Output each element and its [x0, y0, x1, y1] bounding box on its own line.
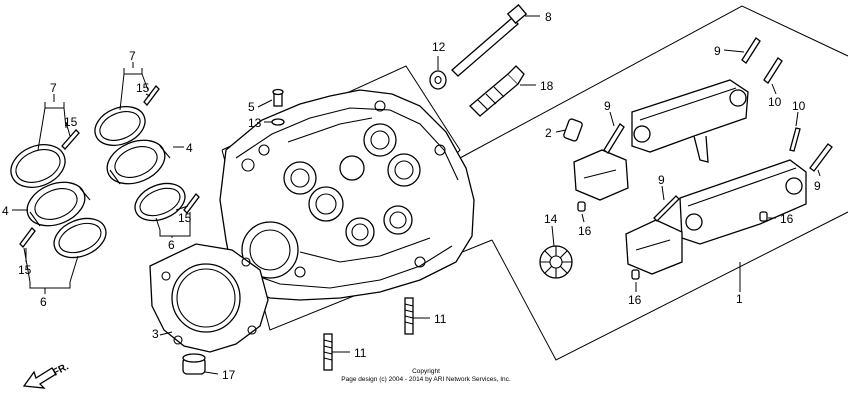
- cylinder-head: [219, 89, 475, 301]
- callout-9-mid: 9: [604, 99, 611, 113]
- callout-15-a: 15: [64, 115, 78, 129]
- bolt-9-low: [653, 195, 680, 222]
- screw-left-upper: [61, 129, 80, 150]
- callout-15-c: 15: [178, 211, 192, 225]
- callout-15-d: 15: [18, 263, 32, 277]
- bolt-9-mid: [603, 123, 625, 154]
- callout-16-b: 16: [780, 212, 794, 226]
- upper-cam-cap: [573, 149, 629, 201]
- clamp-ring-lower-right: [134, 182, 186, 222]
- long-bolt: [451, 3, 528, 77]
- head-bolt: [272, 88, 284, 107]
- callout-16-a: 16: [578, 224, 592, 238]
- callout-7-right: 7: [129, 49, 136, 63]
- callout-11-lower: 11: [354, 346, 367, 360]
- callouts: 8 12 18 5 13 2 3 11 11 17 14 1 9 10 9 10…: [2, 10, 821, 382]
- rocker-assembly-frame: [459, 5, 849, 361]
- head-gasket: [149, 243, 269, 353]
- callout-11-upper: 11: [434, 312, 447, 326]
- clamp-ring-lower-left: [53, 217, 107, 259]
- upper-rocker-arm-holder: [631, 79, 749, 163]
- bolt-10-right: [789, 127, 801, 152]
- stud-bolt-lower: [323, 333, 333, 371]
- callout-9-right: 9: [814, 179, 821, 193]
- callout-9-top: 9: [714, 44, 721, 58]
- copyright-line-1: Copyright: [412, 368, 440, 375]
- callout-4-right: 4: [186, 141, 193, 155]
- washer: [429, 70, 447, 90]
- callout-1: 1: [736, 292, 743, 306]
- spark-plug: [469, 65, 525, 117]
- carburetor-insulator-right: [106, 139, 171, 185]
- stud-bolt-upper: [404, 297, 414, 335]
- callout-10-right: 10: [792, 99, 806, 113]
- callout-17: 17: [222, 368, 236, 382]
- callout-6-left: 6: [40, 295, 47, 309]
- copyright-notice: Copyright Page design (c) 2004 - 2014 by…: [341, 368, 511, 383]
- carburetor-insulator-left: [26, 181, 91, 227]
- callout-16-c: 16: [628, 293, 642, 307]
- bolt-10-top: [763, 57, 783, 84]
- callout-12: 12: [432, 40, 446, 54]
- dowel-16-b: [759, 211, 768, 222]
- callout-14: 14: [544, 212, 558, 226]
- cam-sprocket: [539, 245, 573, 279]
- callout-10-top: 10: [768, 95, 782, 109]
- copyright-line-2: Page design (c) 2004 - 2014 by ARI Netwo…: [341, 376, 511, 383]
- clamp-ring-upper-right: [94, 106, 146, 146]
- callout-4-left: 4: [2, 204, 9, 218]
- front-label: FR.: [51, 361, 71, 378]
- callout-2: 2: [545, 126, 552, 140]
- screw-right-upper: [143, 85, 160, 106]
- bolt-9-right: [809, 143, 833, 172]
- callout-6-right: 6: [168, 238, 175, 252]
- lower-cam-cap: [625, 219, 683, 275]
- callout-13: 13: [248, 116, 262, 130]
- dowel-pin: [182, 353, 206, 375]
- callout-15-b: 15: [136, 81, 150, 95]
- front-direction-arrow: FR.: [22, 361, 71, 389]
- callout-18: 18: [540, 79, 554, 93]
- callout-9-low: 9: [658, 173, 665, 187]
- callout-8: 8: [545, 10, 552, 24]
- dowel-2: [563, 118, 583, 142]
- screw-left-lower: [19, 227, 36, 248]
- leader-lines: [12, 15, 821, 375]
- sealing-washer: [271, 118, 285, 126]
- screw-right-lower: [183, 193, 200, 214]
- callout-5: 5: [248, 100, 255, 114]
- lower-rocker-arm-holder: [679, 159, 807, 245]
- callout-7-left: 7: [50, 81, 57, 95]
- clamp-ring-upper-left: [10, 144, 66, 188]
- dowel-16-c: [631, 269, 640, 280]
- bolt-9-top: [741, 37, 761, 64]
- callout-3: 3: [152, 327, 159, 341]
- dowel-16-a: [577, 201, 586, 212]
